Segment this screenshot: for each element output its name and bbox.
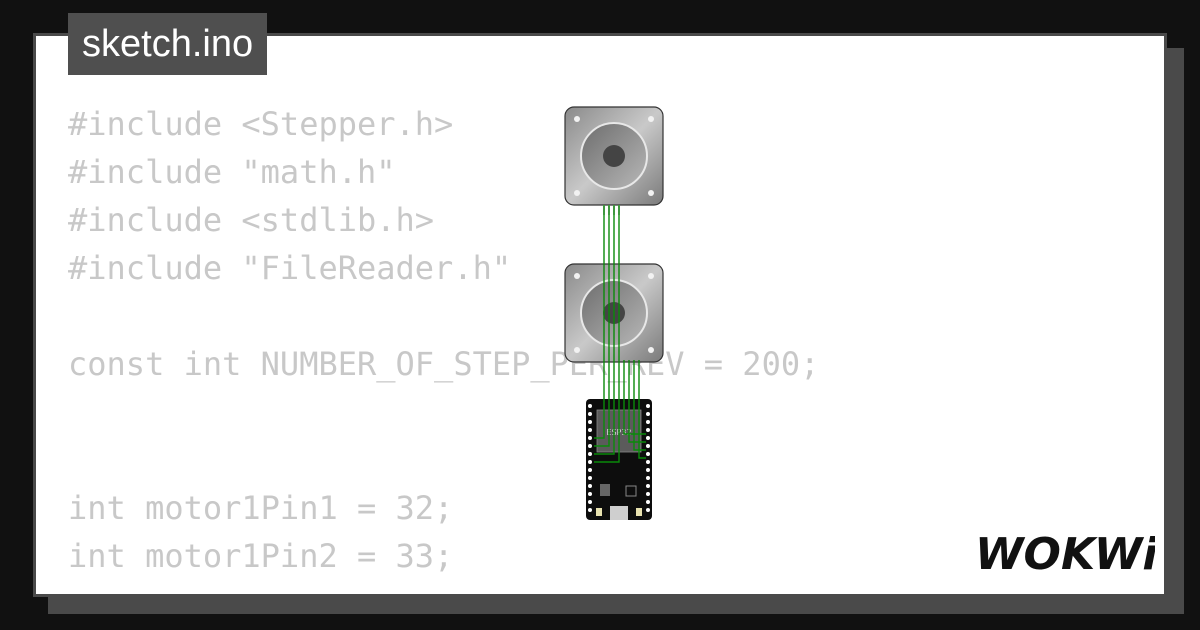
code-line: #include "math.h" [68,153,396,191]
code-line: const int NUMBER_OF_STEP_PER_REV = 200; [68,345,820,383]
logo-text: WOKWi [975,529,1155,580]
wires [594,205,646,463]
code-line [68,292,819,340]
code-line: #include <stdlib.h> [68,201,435,239]
code-line [68,388,819,436]
circuit-diagram: ESP32 [564,106,664,520]
code-line: #include "FileReader.h" [68,249,512,287]
code-line: #include <Stepper.h> [68,105,454,143]
code-line: int motor1Pin2 = 33; [68,537,454,575]
stepper-motor-1[interactable] [564,106,664,215]
code-editor: #include <Stepper.h> #include "math.h" #in… [68,100,819,580]
file-tab[interactable]: sketch.ino [68,13,268,75]
code-line [68,436,819,484]
code-line: int motor1Pin1 = 32; [68,489,454,527]
wokwi-logo[interactable]: WOKWi [975,525,1155,581]
